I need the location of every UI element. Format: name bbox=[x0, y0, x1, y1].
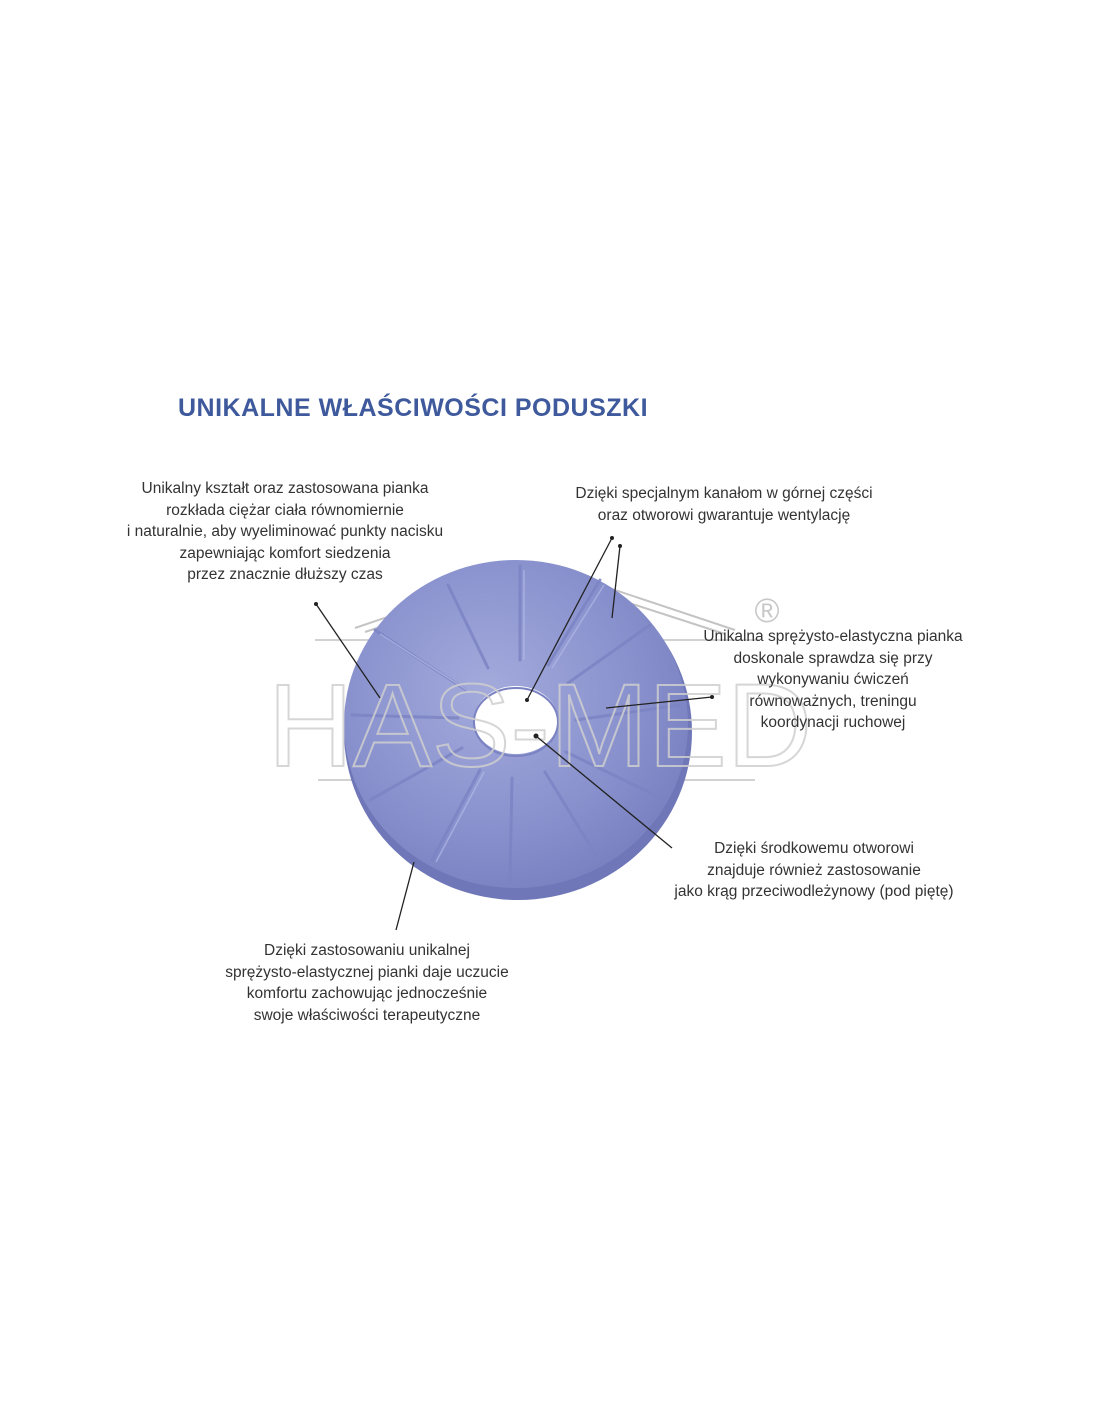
callout-line: Unikalny kształt oraz zastosowana pianka bbox=[141, 480, 429, 497]
callout-line: wykonywaniu ćwiczeń bbox=[757, 671, 909, 688]
callout-line: i naturalnie, aby wyeliminować punkty na… bbox=[126, 523, 444, 540]
callout-line: Unikalna sprężysto-elastyczna pianka bbox=[703, 628, 963, 645]
pointer-lines bbox=[315, 537, 713, 931]
callout-line: doskonale sprawdza się przy bbox=[733, 649, 933, 667]
pointer-top-left bbox=[315, 603, 381, 699]
callout-line: koordynacji ruchowej bbox=[760, 714, 906, 731]
callout-line: zapewniając komfort siedzenia bbox=[179, 544, 391, 562]
callout-center-hole: Dzięki środkowemu otworowi znajduje równ… bbox=[646, 838, 982, 903]
callout-ventilation: Dzięki specjalnym kanałom w górnej częśc… bbox=[532, 483, 916, 526]
callout-line: sprężysto-elastycznej pianki daje uczuci… bbox=[225, 963, 509, 981]
callout-line: Dzięki specjalnym kanałom w górnej częśc… bbox=[575, 485, 873, 502]
watermark-text: HAS-MED bbox=[268, 660, 812, 792]
callout-line: jako krąg przeciwodleżynowy (pod piętę) bbox=[674, 883, 954, 900]
pointer-bottom-left bbox=[395, 861, 415, 931]
pointer-vent-2 bbox=[611, 545, 621, 619]
callout-line: rozkłada ciężar ciała równomiernie bbox=[166, 501, 404, 519]
registered-mark: ® bbox=[754, 592, 779, 630]
pointer-hole bbox=[535, 735, 673, 849]
page-title: UNIKALNE WŁAŚCIWOŚCI PODUSZKI bbox=[178, 394, 649, 422]
callout-line: swoje właściwości terapeutyczne bbox=[253, 1006, 481, 1024]
callout-line: znajduje również zastosowanie bbox=[707, 861, 921, 879]
callout-line: Dzięki zastosowaniu unikalnej bbox=[264, 942, 470, 959]
pointer-right bbox=[605, 696, 713, 709]
callout-line: Dzięki środkowemu otworowi bbox=[714, 840, 914, 857]
pointer-vent-1 bbox=[526, 537, 613, 701]
callout-line: oraz otworowi gwarantuje wentylację bbox=[597, 506, 851, 524]
callout-line: przez znacznie dłuższy czas bbox=[187, 566, 383, 583]
callout-line: komfortu zachowując jednocześnie bbox=[246, 985, 488, 1002]
callout-foam-exercise: Unikalna sprężysto-elastyczna pianka dos… bbox=[672, 626, 994, 734]
callout-shape-pressure: Unikalny kształt oraz zastosowana pianka… bbox=[100, 478, 470, 586]
callout-line: równoważnych, treningu bbox=[749, 692, 917, 710]
callout-therapeutic: Dzięki zastosowaniu unikalnej sprężysto-… bbox=[196, 940, 538, 1026]
